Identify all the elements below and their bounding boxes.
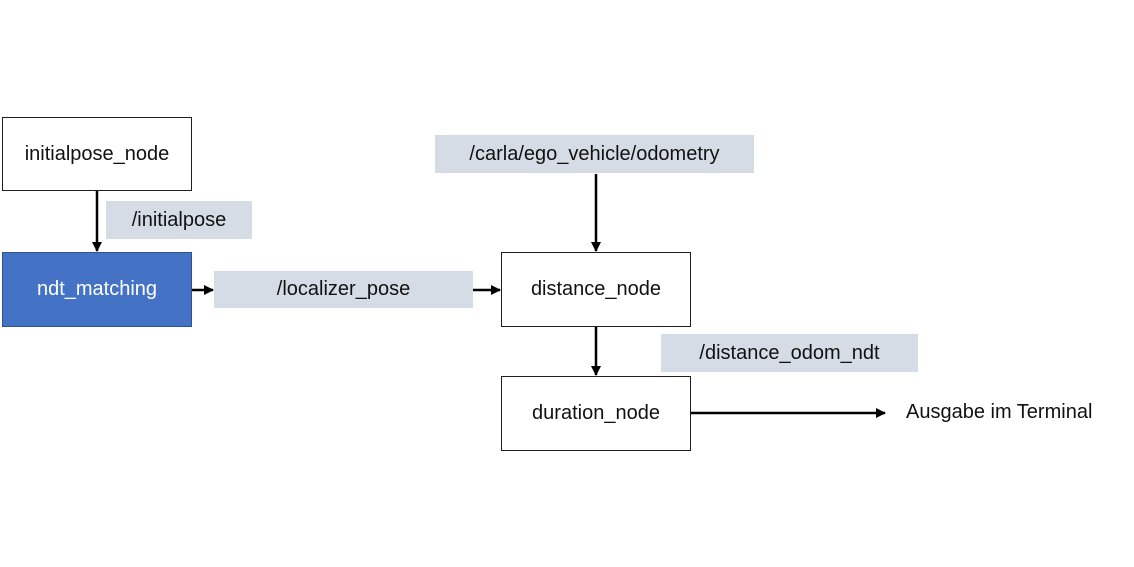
initialpose-node: initialpose_node — [2, 117, 192, 191]
terminal-output-label: Ausgabe im Terminal — [906, 401, 1093, 423]
initialpose-topic: /initialpose — [106, 201, 252, 239]
odometry-topic: /carla/ego_vehicle/odometry — [435, 135, 754, 173]
distance-node: distance_node — [501, 252, 691, 327]
duration-node: duration_node — [501, 376, 691, 451]
localizer-pose-topic: /localizer_pose — [214, 271, 473, 308]
distance-odom-ndt-topic: /distance_odom_ndt — [661, 334, 918, 372]
ndt-matching-node: ndt_matching — [2, 252, 192, 327]
